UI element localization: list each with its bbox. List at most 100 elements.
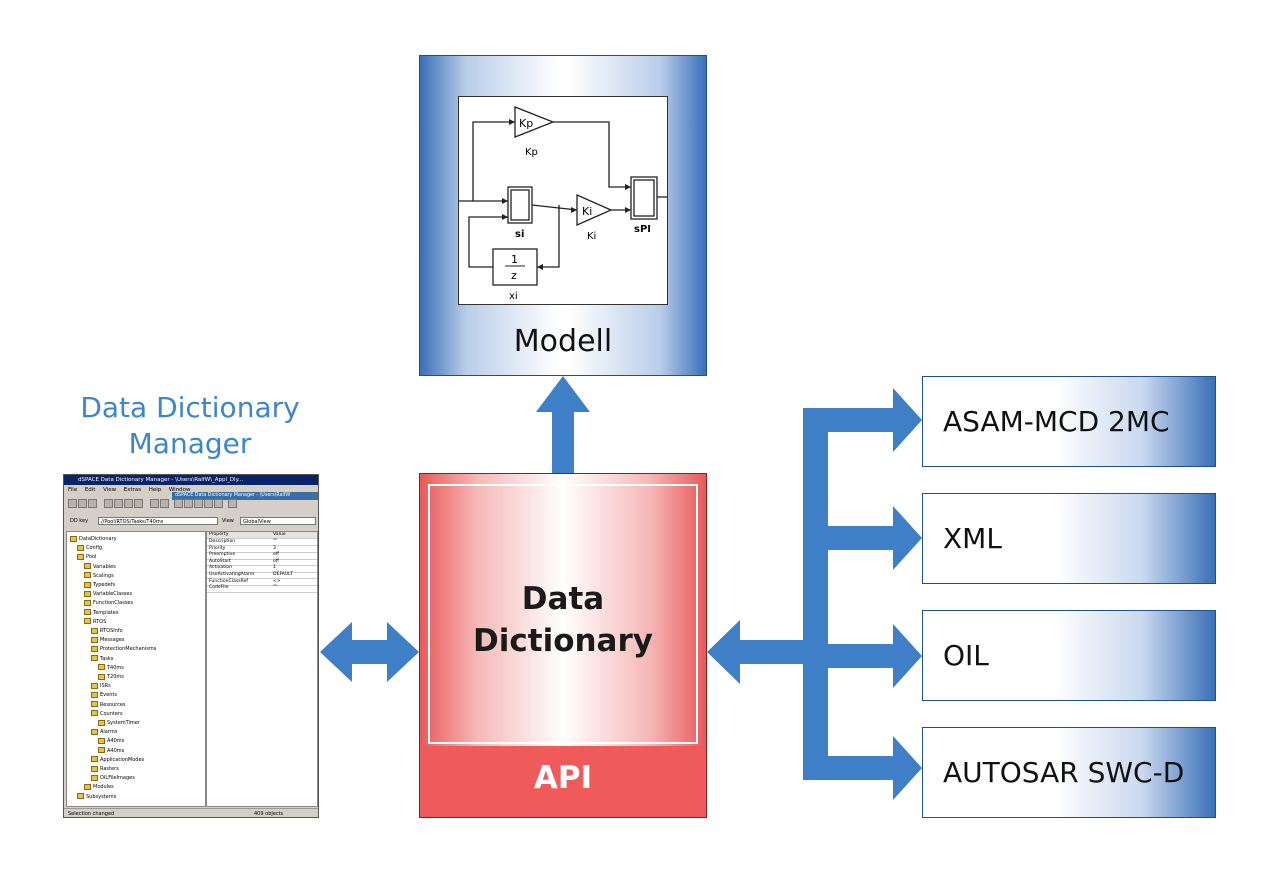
brace-right-icon[interactable] [214,499,223,508]
copy-icon[interactable] [124,499,133,508]
menu-window[interactable]: Window [168,487,191,493]
folder-icon [91,756,98,763]
save-icon[interactable] [68,499,77,508]
open-icon[interactable] [78,499,87,508]
tree-item[interactable]: Rasters [91,765,119,773]
api-bar: API [420,746,706,817]
tree-item[interactable]: RTOS [84,618,106,626]
filter-icon[interactable] [160,499,169,508]
folder-icon [91,710,98,717]
tree-item[interactable]: VariableClasses [84,590,132,598]
property-row[interactable]: CodeFile"" [207,585,317,593]
tree-item[interactable]: RTOSInfo [91,627,123,635]
tree-item[interactable]: DataDictionary [70,535,117,543]
tree-item[interactable]: A40ms [98,747,124,755]
menu-extras[interactable]: Extras [123,487,142,493]
folder-icon [84,572,91,579]
tree-item-label: ProtectionMechanisms [100,646,157,653]
folder-icon [91,765,98,772]
property-value: 1 [273,565,276,571]
up-icon[interactable] [194,499,203,508]
folder-icon [91,645,98,652]
tree-item[interactable]: Messages [91,636,125,644]
property-value: "" [273,539,278,544]
tree-item-label: DataDictionary [79,536,117,542]
ddm-window-titlebar: dSPACE Data Dictionary Manager - \Users\… [64,475,318,485]
tree-item[interactable]: Templates [84,609,118,617]
data-dictionary-frame: Data Dictionary [428,484,698,744]
folder-icon [84,599,91,606]
property-row[interactable]: FunctionClassRef<> [207,579,317,586]
search-icon[interactable] [150,499,159,508]
tree-item[interactable]: Subsystems [77,793,116,801]
xi-denominator: z [511,269,517,282]
tree-item[interactable]: Tasks [91,655,113,663]
tree-item[interactable]: ProtectionMechanisms [91,645,156,653]
tree-item[interactable]: FunctionClasses [84,599,133,607]
tree-item[interactable]: Events [91,691,117,699]
property-row[interactable]: Description"" [207,539,317,547]
xi-numerator: 1 [511,253,518,266]
tree-item[interactable]: Variables [84,563,116,571]
tree-item[interactable]: T40ms [98,664,124,672]
folder-icon [84,563,91,570]
brace-left-icon[interactable] [204,499,213,508]
tree-item[interactable]: OILFileImages [91,774,135,782]
ddm-title: Data Dictionary Manager [80,391,300,460]
delete-icon[interactable] [104,499,113,508]
tree-item-label: Events [100,692,117,699]
tree-item[interactable]: Alarms [91,728,117,736]
tree-item[interactable]: Pool [77,553,96,561]
kp-label: Kp [525,147,538,158]
menu-view[interactable]: View [103,487,117,493]
arrow-from-bus [707,620,803,684]
forward-icon[interactable] [184,499,193,508]
ddm-key-row: DD key //Pool/RTOS/Tasks/T40ms View Glob… [64,515,318,527]
help-icon[interactable] [228,499,237,508]
tree-item-label: Tasks [100,655,114,662]
property-name: AutoStart [209,558,231,564]
tree-item-label: T20ms [107,674,124,680]
tree-item[interactable]: ApplicationModes [91,756,144,764]
tree-item[interactable]: A40ms [98,737,124,745]
tree-item[interactable]: Config [77,544,102,552]
tree-item[interactable]: T20ms [98,673,124,681]
tree-item-label: Variables [93,563,116,570]
view-select[interactable]: GlobalView [240,517,316,525]
tree-item[interactable]: ISRs [91,682,111,690]
format-box-autosar: AUTOSAR SWC-D [922,727,1216,818]
cut-icon[interactable] [114,499,123,508]
tree-item[interactable]: Counters [91,710,123,718]
menu-help[interactable]: Help [148,487,162,493]
arrow-to-oil [828,624,922,688]
arrow-to-asam [828,388,922,452]
back-icon[interactable] [174,499,183,508]
paste-icon[interactable] [134,499,143,508]
menu-edit[interactable]: Edit [84,487,96,493]
modell-label: Modell [513,324,613,359]
tree-item-label: RTOSInfo [100,628,123,634]
folder-icon [91,774,98,781]
kp-gain-text: Kp [519,117,533,130]
folder-icon [98,719,105,726]
tree-item[interactable]: Typedefs [84,581,115,589]
tree-item[interactable]: SystemTimer [98,719,140,727]
tree-item[interactable]: Scalings [84,572,114,580]
refresh-icon[interactable] [88,499,97,508]
ddm-window-screenshot: dSPACE Data Dictionary Manager - \Users\… [63,474,319,818]
data-dictionary-box: Data Dictionary API [419,473,707,818]
dd-key-field[interactable]: //Pool/RTOS/Tasks/T40ms [98,517,218,525]
tree-item[interactable]: Modules [84,783,114,791]
format-box-xml: XML [922,493,1216,584]
tree-item[interactable]: Resources [91,701,126,709]
menu-file[interactable]: File [68,487,78,493]
tree-item-label: Pool [86,554,97,561]
tree-item-label: FunctionClasses [93,600,134,607]
